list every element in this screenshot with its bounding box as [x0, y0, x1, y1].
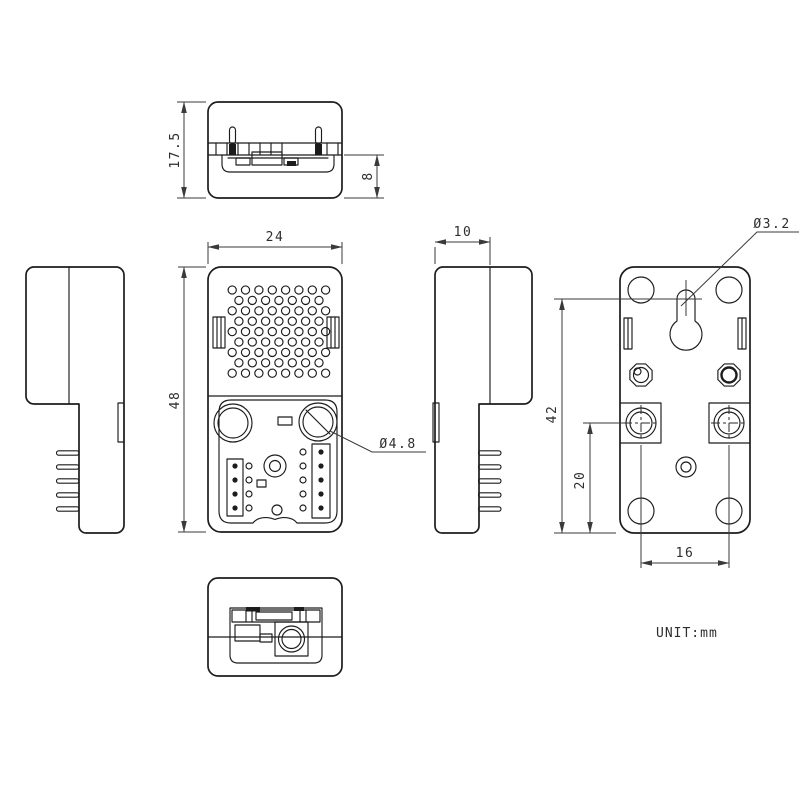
- label-dia-3-2: Ø3.2: [753, 217, 790, 232]
- dim-mount-hole-offset: 20: [573, 422, 624, 534]
- back-center-standoff: [675, 456, 697, 478]
- bottom-left-block: [234, 624, 261, 642]
- right-mount-hole: [708, 402, 751, 444]
- bottom-view-body: [207, 577, 343, 677]
- dim-label-17-5: 17.5: [168, 131, 183, 168]
- dim-overall-height: 48: [168, 266, 206, 533]
- dim-label-10: 10: [454, 225, 473, 240]
- pcb-recess: [218, 399, 338, 524]
- back-right-slot: [737, 317, 747, 350]
- dim-label-20: 20: [573, 471, 588, 490]
- smd-component: [277, 416, 293, 426]
- dim-bottom-connector-depth: 8: [344, 154, 384, 199]
- dim-label-24: 24: [266, 230, 285, 245]
- left-view-body: [25, 266, 125, 534]
- dim-overall-width: 24: [207, 230, 343, 264]
- grove-port: [274, 621, 309, 657]
- right-view-slot: [432, 402, 440, 443]
- label-dia-4-8: Ø4.8: [379, 437, 416, 452]
- dim-label-48: 48: [168, 391, 183, 410]
- bottom-small-block: [259, 633, 273, 643]
- wall-mount-keyhole: [669, 280, 703, 351]
- bottom-connector-bar: [231, 607, 321, 623]
- left-view-slot: [117, 402, 125, 443]
- corner-hole-top-left: [627, 276, 655, 304]
- front-right-screw-hole: [298, 402, 338, 442]
- top-view-connector-tray: [221, 151, 335, 173]
- leader-keyhole-dia: Ø3.2: [680, 217, 799, 307]
- speaker-grille: [227, 285, 331, 378]
- left-side-view: [25, 266, 125, 534]
- dim-label-8: 8: [361, 171, 376, 180]
- top-view-body: [207, 101, 343, 199]
- back-view: [619, 266, 751, 534]
- right-view-pins: [477, 450, 502, 512]
- center-standoff: [263, 454, 287, 478]
- front-right-side-slot: [326, 316, 340, 349]
- top-view-connector-band: [207, 142, 343, 156]
- back-left-slot: [623, 317, 633, 350]
- screw-slot-line: [305, 409, 331, 435]
- front-view: [207, 266, 343, 533]
- unit-label: UNIT:mm: [656, 626, 718, 641]
- top-view: [207, 101, 343, 199]
- corner-hole-top-right: [715, 276, 743, 304]
- front-left-side-slot: [212, 316, 226, 349]
- dim-overall-depth: 17.5: [168, 101, 206, 199]
- front-view-body: [207, 266, 343, 533]
- leader-corner-hole-dia: Ø4.8: [329, 430, 426, 453]
- dim-label-16: 16: [676, 546, 695, 561]
- right-side-view: [432, 266, 533, 534]
- bottom-hole: [271, 504, 283, 516]
- left-view-pins: [55, 450, 80, 512]
- right-view-body: [434, 266, 533, 534]
- right-pin-header: [299, 443, 331, 519]
- back-view-body: [619, 266, 751, 534]
- dim-front-section-depth: 10: [434, 225, 491, 265]
- bottom-recess: [229, 607, 323, 664]
- dim-label-42: 42: [545, 405, 560, 424]
- right-nut: [717, 363, 741, 387]
- top-view-latch-prongs: [228, 126, 323, 145]
- dim-mount-span-height: 42: [545, 298, 702, 534]
- left-pin-header: [226, 458, 253, 517]
- left-mount-hole: [619, 402, 662, 444]
- left-nut: [629, 363, 653, 387]
- bottom-view: [207, 577, 343, 677]
- dim-mount-hole-spacing: 16: [640, 445, 730, 568]
- smd-component-2: [256, 479, 267, 488]
- front-left-screw-hole: [213, 403, 253, 443]
